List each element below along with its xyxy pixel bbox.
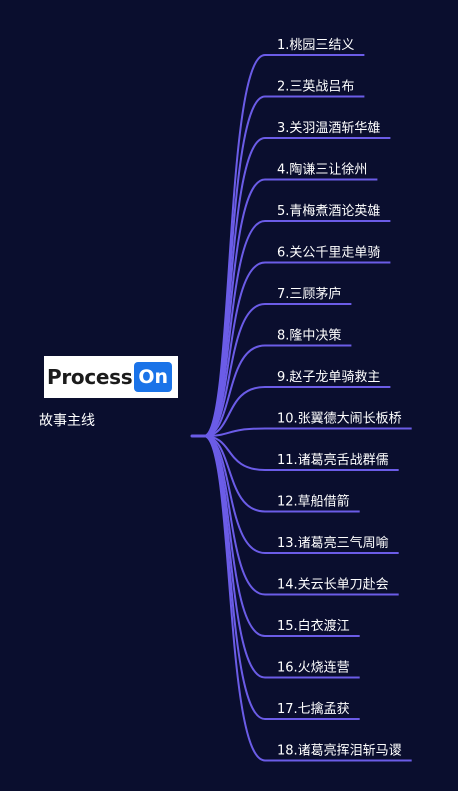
branch-connector	[203, 386, 266, 437]
branch-topic-label[interactable]: 16.火烧连营	[277, 660, 350, 676]
watermark-brand-accent: On	[134, 362, 173, 392]
branch-topic-label[interactable]: 2.三英战吕布	[277, 80, 354, 95]
branch-connector	[203, 435, 266, 762]
branch-topic-label[interactable]: 9.赵子龙单骑救主	[277, 369, 380, 385]
branch-topic-label[interactable]: 11.诸葛亮舌战群儒	[277, 452, 389, 468]
branch-topic-label[interactable]: 5.青梅煮酒论英雄	[277, 204, 380, 219]
branch-topic-label[interactable]: 12.草船借箭	[277, 494, 350, 510]
branch-connector	[203, 427, 266, 437]
branch-connector	[203, 303, 266, 437]
processon-watermark-logo: Process On	[44, 356, 178, 398]
root-topic-label[interactable]: 故事主线	[39, 413, 95, 429]
branch-topic-label[interactable]: 6.关公千里走单骑	[277, 246, 380, 261]
branch-topic-label[interactable]: 3.关羽温酒斩华雄	[277, 121, 380, 136]
branch-topic-label[interactable]: 1.桃园三结义	[277, 38, 354, 53]
branch-topic-label[interactable]: 14.关云长单刀赴会	[277, 578, 389, 593]
branch-connector	[203, 435, 266, 720]
branch-topic-label[interactable]: 13.诸葛亮三气周喻	[277, 535, 389, 551]
branch-topic-label[interactable]: 17.七擒孟获	[277, 701, 350, 717]
watermark-brand-text: Process	[47, 365, 133, 389]
branch-topic-label[interactable]: 4.陶谦三让徐州	[277, 162, 367, 178]
branch-topic-label[interactable]: 18.诸葛亮挥泪斩马谡	[277, 743, 402, 759]
branch-topic-label[interactable]: 8.隆中决策	[277, 328, 341, 344]
branch-connector	[203, 435, 266, 471]
branch-topic-label[interactable]: 7.三顾茅庐	[277, 287, 341, 302]
branch-topic-label[interactable]: 10.张翼德大闹长板桥	[277, 412, 402, 427]
branch-connector	[203, 344, 266, 437]
branch-topic-label[interactable]: 15.白衣渡江	[277, 618, 350, 634]
